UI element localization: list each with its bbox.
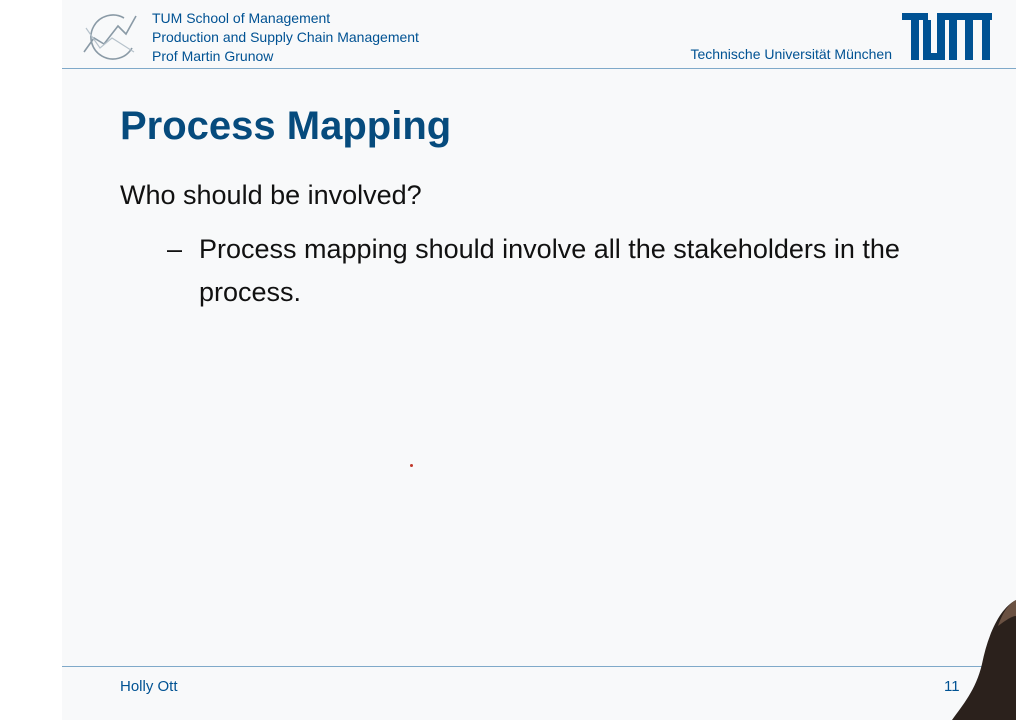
footer-divider xyxy=(62,666,1016,667)
header-divider xyxy=(62,68,1016,69)
bullet-item: – Process mapping should involve all the… xyxy=(167,228,947,314)
left-margin-strip xyxy=(0,0,62,720)
school-name: TUM School of Management xyxy=(152,10,331,26)
bullet-dash: – xyxy=(167,234,183,264)
page-number: 11 xyxy=(944,678,960,695)
presenter-video-overlay xyxy=(952,600,1016,720)
professor-name: Prof Martin Grunow xyxy=(152,48,274,64)
slide-question: Who should be involved? xyxy=(120,180,422,210)
footer-author: Holly Ott xyxy=(120,678,178,695)
chair-name: Production and Supply Chain Management xyxy=(152,29,419,45)
tum-management-chart-icon xyxy=(83,14,137,60)
slide-title: Process Mapping xyxy=(120,104,452,148)
tum-logo-icon xyxy=(902,13,992,60)
bullet-text: Process mapping should involve all the s… xyxy=(199,234,900,307)
header-affiliation: TUM School of Management Production and … xyxy=(152,9,419,66)
laser-pointer-dot xyxy=(410,464,413,467)
university-name: Technische Universität München xyxy=(690,46,892,62)
